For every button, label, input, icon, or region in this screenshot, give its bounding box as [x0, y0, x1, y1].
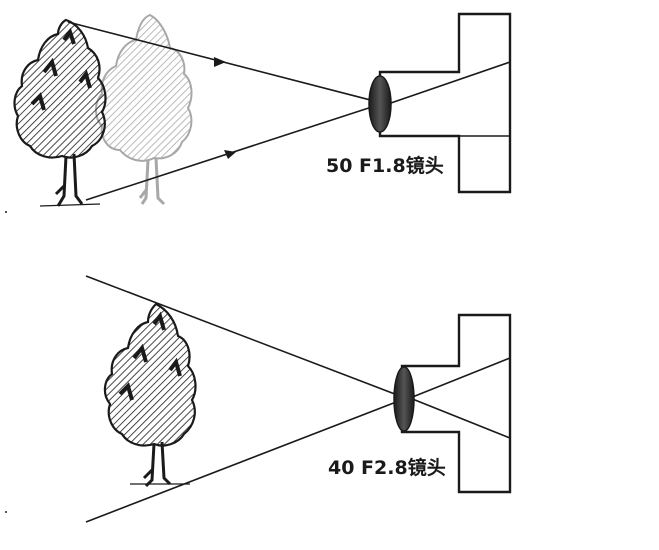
bottom-lens-icon — [393, 366, 415, 432]
top-camera-body-icon — [378, 12, 512, 194]
bottom-lens-label: 40 F2.8镜头 — [328, 456, 446, 479]
top-lens-icon — [368, 75, 392, 133]
top-diagram: 50 F1.8镜头 — [13, 12, 512, 207]
edge-dot — [5, 511, 7, 513]
tree-icon — [13, 18, 107, 207]
bottom-diagram: 40 F2.8镜头 — [85, 275, 512, 523]
edge-dot — [5, 211, 7, 213]
ghost-tree-icon — [95, 13, 193, 206]
top-lens-label: 50 F1.8镜头 — [326, 154, 444, 177]
bottom-camera-body-icon — [400, 313, 512, 494]
bottom-tree-icon — [103, 302, 197, 488]
